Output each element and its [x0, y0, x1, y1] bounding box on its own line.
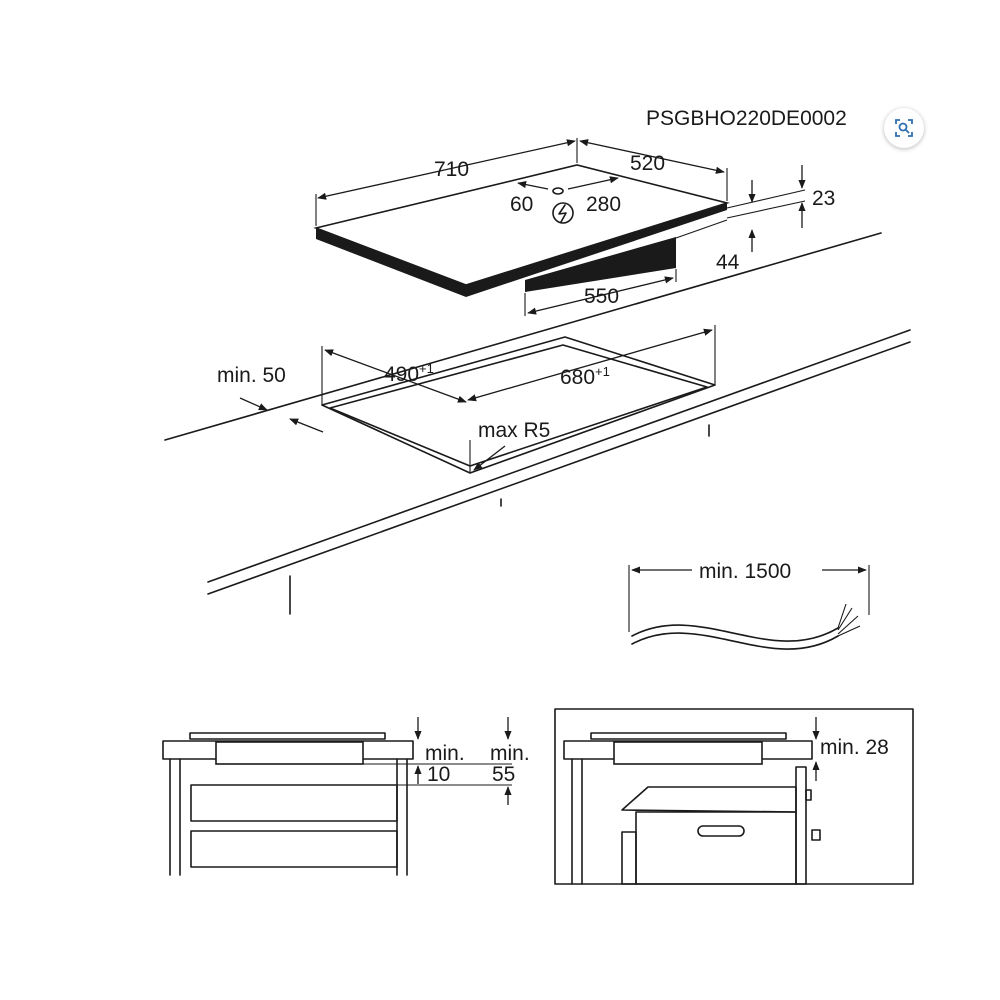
dimension-cutout-depth-label: 490+1	[384, 361, 434, 386]
zoom-image-button[interactable]	[884, 108, 924, 148]
clearance-oven-label: min. 28	[820, 736, 889, 759]
dimension-width: 710	[315, 138, 578, 226]
electric-power-symbol-icon	[552, 202, 574, 224]
cable-offset-left-label: 60	[510, 193, 533, 216]
clearance-top-min-label: min.	[425, 742, 465, 765]
dimension-box-height: 44	[716, 229, 756, 274]
dimension-cutout-depth: 490+1	[324, 349, 467, 403]
dimension-depth: 520	[579, 139, 728, 201]
corner-radius-label: max R5	[478, 419, 550, 442]
cable-length: min. 1500	[628, 560, 870, 650]
corner-radius-note: max R5	[469, 419, 550, 472]
clearance-drawer-value-label: 55	[492, 763, 515, 786]
dimension-glass-thickness: 23	[726, 165, 835, 228]
zoom-image-icon	[895, 119, 913, 137]
dimension-cutout-width-label: 680+1	[560, 364, 610, 389]
clearance-drawer-min-label: min.	[490, 742, 530, 765]
dimension-width-label: 710	[434, 158, 469, 181]
dimension-box-depth: 550	[524, 269, 677, 316]
cable-length-label: min. 1500	[699, 560, 791, 583]
diagram-code: PSGBHO220DE0002	[646, 107, 847, 130]
dimension-glass-thickness-label: 23	[812, 187, 835, 210]
dimension-edge-distance-label: min. 50	[217, 364, 286, 387]
clearance-top-value-label: 10	[427, 763, 450, 786]
cable-offset-right-label: 280	[586, 193, 621, 216]
section-drawers: min. 10 min. 55	[162, 717, 530, 876]
dimension-box-depth-label: 550	[584, 285, 619, 308]
dimension-depth-label: 520	[630, 152, 665, 175]
dimension-box-height-label: 44	[716, 251, 740, 274]
cutout	[321, 325, 716, 474]
section-oven: min. 28	[554, 708, 914, 885]
dimension-cutout-width: 680+1	[467, 328, 713, 402]
dimension-edge-distance: min. 50	[217, 364, 324, 433]
cable-entry: 60 280	[510, 176, 621, 224]
